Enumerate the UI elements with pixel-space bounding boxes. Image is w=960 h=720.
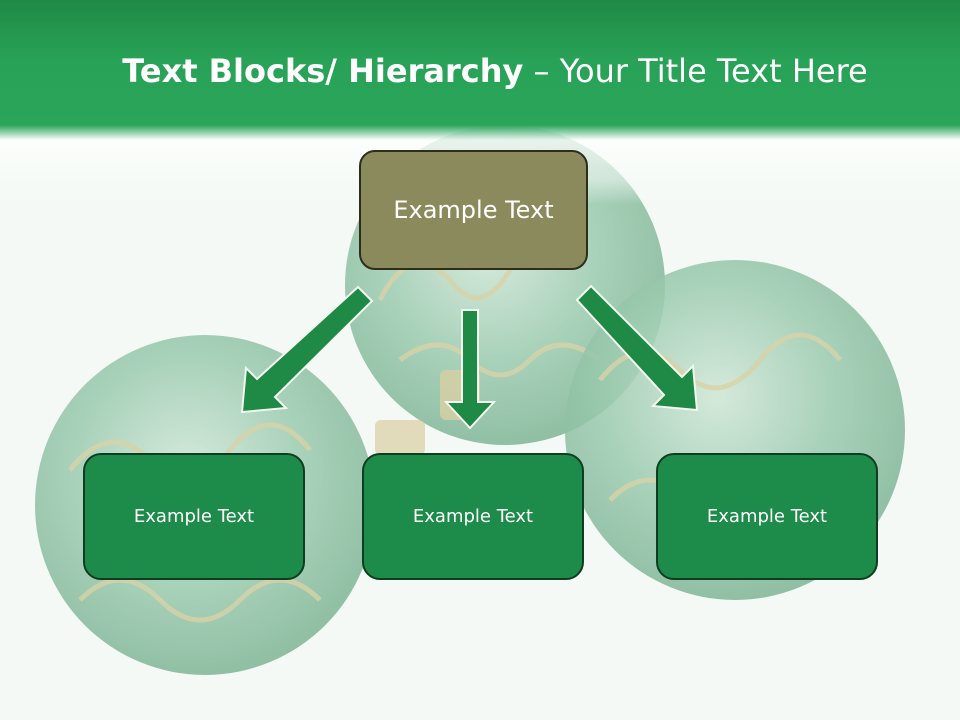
child-text-label: Example Text [412, 506, 534, 527]
child-text-label: Example Text [133, 506, 255, 527]
page-title: Text Blocks/ Hierarchy – Your Title Text… [0, 52, 960, 90]
child-text-block-left[interactable]: Example Text [83, 453, 305, 580]
title-bold: Text Blocks/ Hierarchy [122, 52, 524, 90]
top-text-block[interactable]: Example Text [359, 150, 588, 270]
child-text-block-center[interactable]: Example Text [362, 453, 584, 580]
child-text-label: Example Text [706, 506, 828, 527]
child-text-block-right[interactable]: Example Text [656, 453, 878, 580]
top-text-label: Example Text [393, 196, 554, 224]
title-regular: – Your Title Text Here [523, 52, 868, 90]
